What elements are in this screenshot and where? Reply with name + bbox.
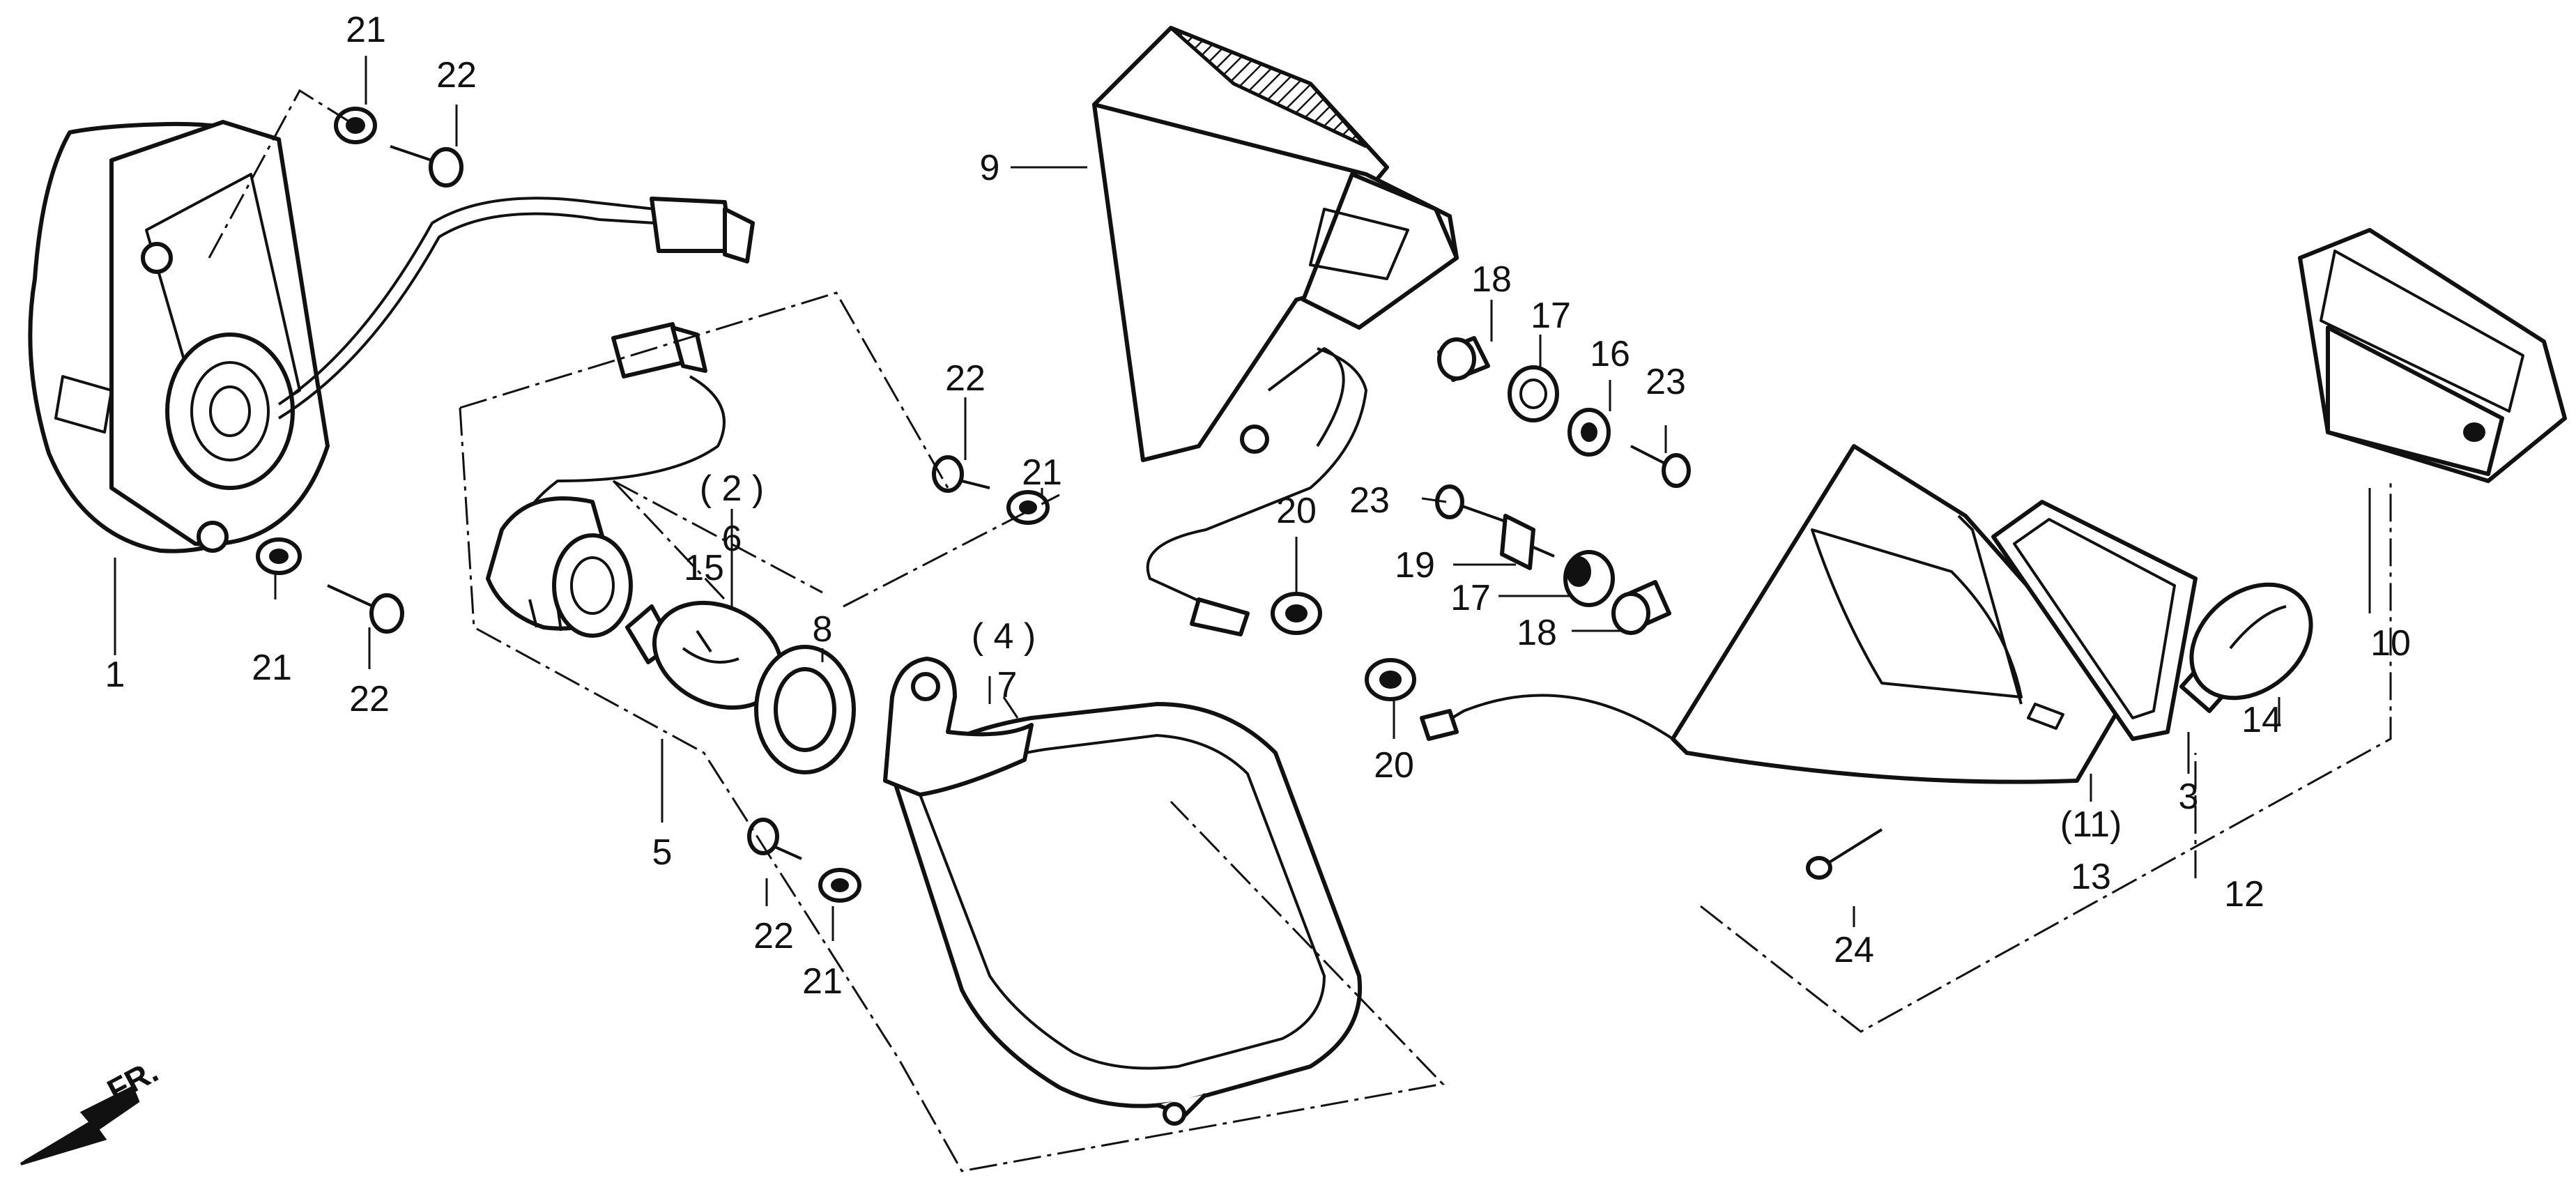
- front-left-turn-signal-assembly: [28, 120, 755, 553]
- callout-5: 5: [652, 832, 673, 873]
- arrow-down-left-icon: [20, 1085, 140, 1165]
- license-light-lens-10: [2298, 228, 2567, 483]
- front-right-turn-signal-lens: [883, 657, 1363, 1126]
- leader-lines: [114, 56, 2371, 941]
- screw-22b: [327, 584, 404, 634]
- screw-23b: [1435, 484, 1506, 523]
- callout-22c: 22: [945, 358, 986, 399]
- rear-turn-signal-housing: [1092, 26, 1459, 636]
- callout-14: 14: [2241, 700, 2282, 740]
- callout-21d: 21: [802, 961, 843, 1002]
- collar-18b: [1611, 580, 1671, 635]
- washer-21a: [334, 107, 377, 144]
- grommet-17b: [1563, 550, 1615, 607]
- bolt-19: [1500, 514, 1555, 570]
- rear-right-turn-signal-lens: [1420, 444, 2128, 784]
- collar-16: [1567, 408, 1611, 457]
- grommet-17a: [1508, 365, 1559, 422]
- callout-10: 10: [2370, 623, 2411, 664]
- callout-20a: 20: [1276, 491, 1317, 531]
- callout-24: 24: [1834, 930, 1874, 970]
- callout-8: 8: [813, 609, 833, 650]
- socket-and-cord-assembly: [486, 322, 726, 638]
- washer-21d: [818, 868, 861, 903]
- gasket-3: [1991, 500, 2198, 741]
- seal-8: [754, 645, 856, 774]
- callout-22a: 22: [436, 55, 477, 95]
- callout-6: 6: [722, 519, 742, 559]
- callout-21c: 21: [1022, 452, 1062, 493]
- callout-labels: 1 ( 2 ) 3 ( 4 ) 5 6 7 8 9 10 (11) 12 13 …: [105, 10, 2411, 1002]
- callout-15: 15: [684, 548, 724, 588]
- callout-21a: 21: [346, 10, 386, 50]
- callout-17a: 17: [1531, 296, 1571, 336]
- front-direction-indicator: FR.: [20, 1053, 164, 1165]
- screw-22c: [932, 455, 990, 493]
- callout-18a: 18: [1471, 259, 1512, 300]
- callout-16: 16: [1590, 334, 1630, 374]
- callout-3: 3: [2179, 777, 2199, 817]
- callout-23b: 23: [1349, 480, 1390, 521]
- callout-23a: 23: [1646, 362, 1686, 402]
- callout-11: (11): [2060, 804, 2122, 845]
- screw-24: [1806, 828, 1883, 880]
- screw-22d: [747, 818, 802, 860]
- callout-21b: 21: [252, 648, 292, 688]
- callout-18b: 18: [1517, 613, 1557, 653]
- callout-2: ( 2 ): [700, 468, 764, 509]
- bulb-14: [2179, 582, 2313, 713]
- washer-21b: [256, 537, 302, 575]
- screw-22a: [390, 145, 463, 188]
- callout-22b: 22: [349, 679, 390, 719]
- grommet-20a: [1271, 592, 1322, 635]
- callout-22d: 22: [753, 916, 794, 956]
- grouping-lines: [208, 89, 2392, 1172]
- callout-12: 12: [2224, 874, 2264, 915]
- callout-19: 19: [1395, 545, 1435, 586]
- callout-13: 13: [2071, 857, 2111, 897]
- callout-7: 7: [997, 665, 1018, 705]
- grommet-20b: [1365, 658, 1416, 701]
- collar-18a: [1437, 336, 1490, 382]
- callout-9: 9: [980, 148, 1000, 188]
- screw-23a: [1630, 445, 1691, 488]
- callout-20b: 20: [1374, 745, 1414, 786]
- callout-17b: 17: [1450, 578, 1491, 618]
- callout-4: ( 4 ): [972, 616, 1036, 657]
- callout-1: 1: [105, 655, 125, 695]
